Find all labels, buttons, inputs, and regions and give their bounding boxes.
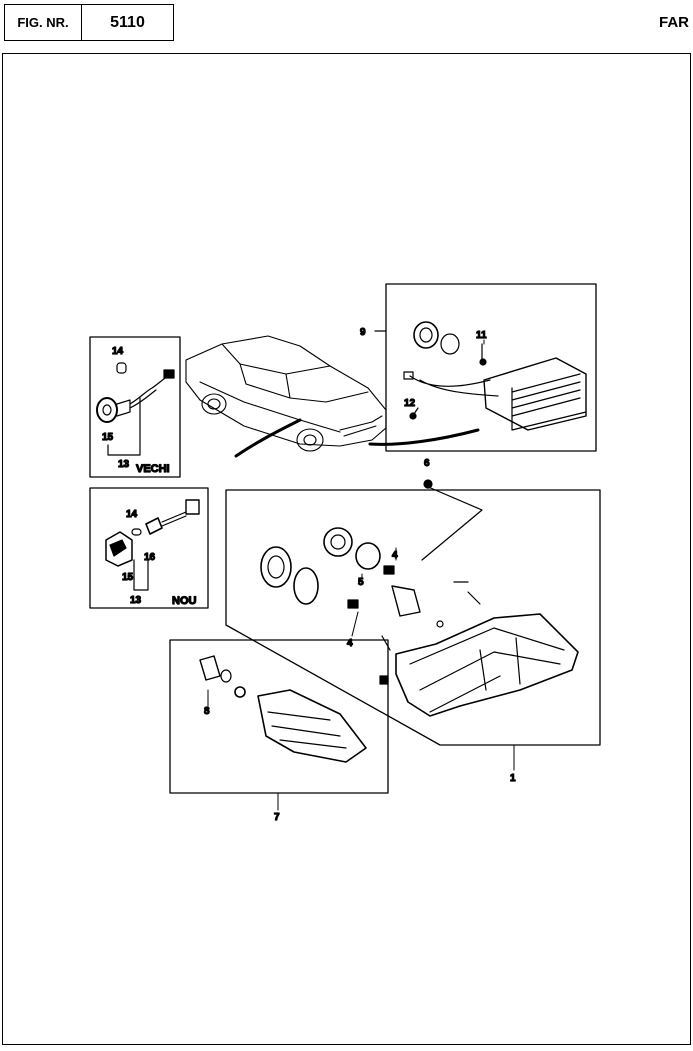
fog-lamp-panel [374,283,597,452]
callout-16: 16 [144,552,156,563]
callout-9: 9 [360,327,366,338]
callout-14-new: 14 [126,509,138,520]
variant-old-label: VECHI [136,463,170,475]
callout-13-old: 13 [118,459,130,470]
callout-14-old: 14 [112,346,124,357]
figure-number-box: FIG. NR. 5110 [4,4,174,41]
callout-12: 12 [404,398,416,409]
figure-number: 5110 [110,13,145,31]
figure-label: FIG. NR. [5,5,82,40]
callout-13-new: 13 [130,595,142,606]
old-bulb-holder-panel [89,336,181,478]
section-title: FAR [659,14,689,31]
new-bulb-holder-panel [89,487,209,609]
leader-lines [207,339,515,811]
callout-4-lower: 4 [347,638,353,649]
callout-4-upper: 4 [392,550,398,561]
callout-5: 5 [358,577,364,588]
callout-15-new: 15 [122,572,134,583]
callout-15-old: 15 [102,432,114,443]
callout-1: 1 [510,773,516,784]
callout-7: 7 [274,812,280,823]
variant-new-label: NOU [172,595,197,607]
callout-6: 6 [424,458,430,469]
car-illustration [185,335,480,458]
headlamp-panel [225,479,601,746]
diagram-frame [2,53,691,1045]
callout-11: 11 [476,330,487,341]
callout-8: 8 [204,706,210,717]
side-marker-panel [169,639,389,794]
